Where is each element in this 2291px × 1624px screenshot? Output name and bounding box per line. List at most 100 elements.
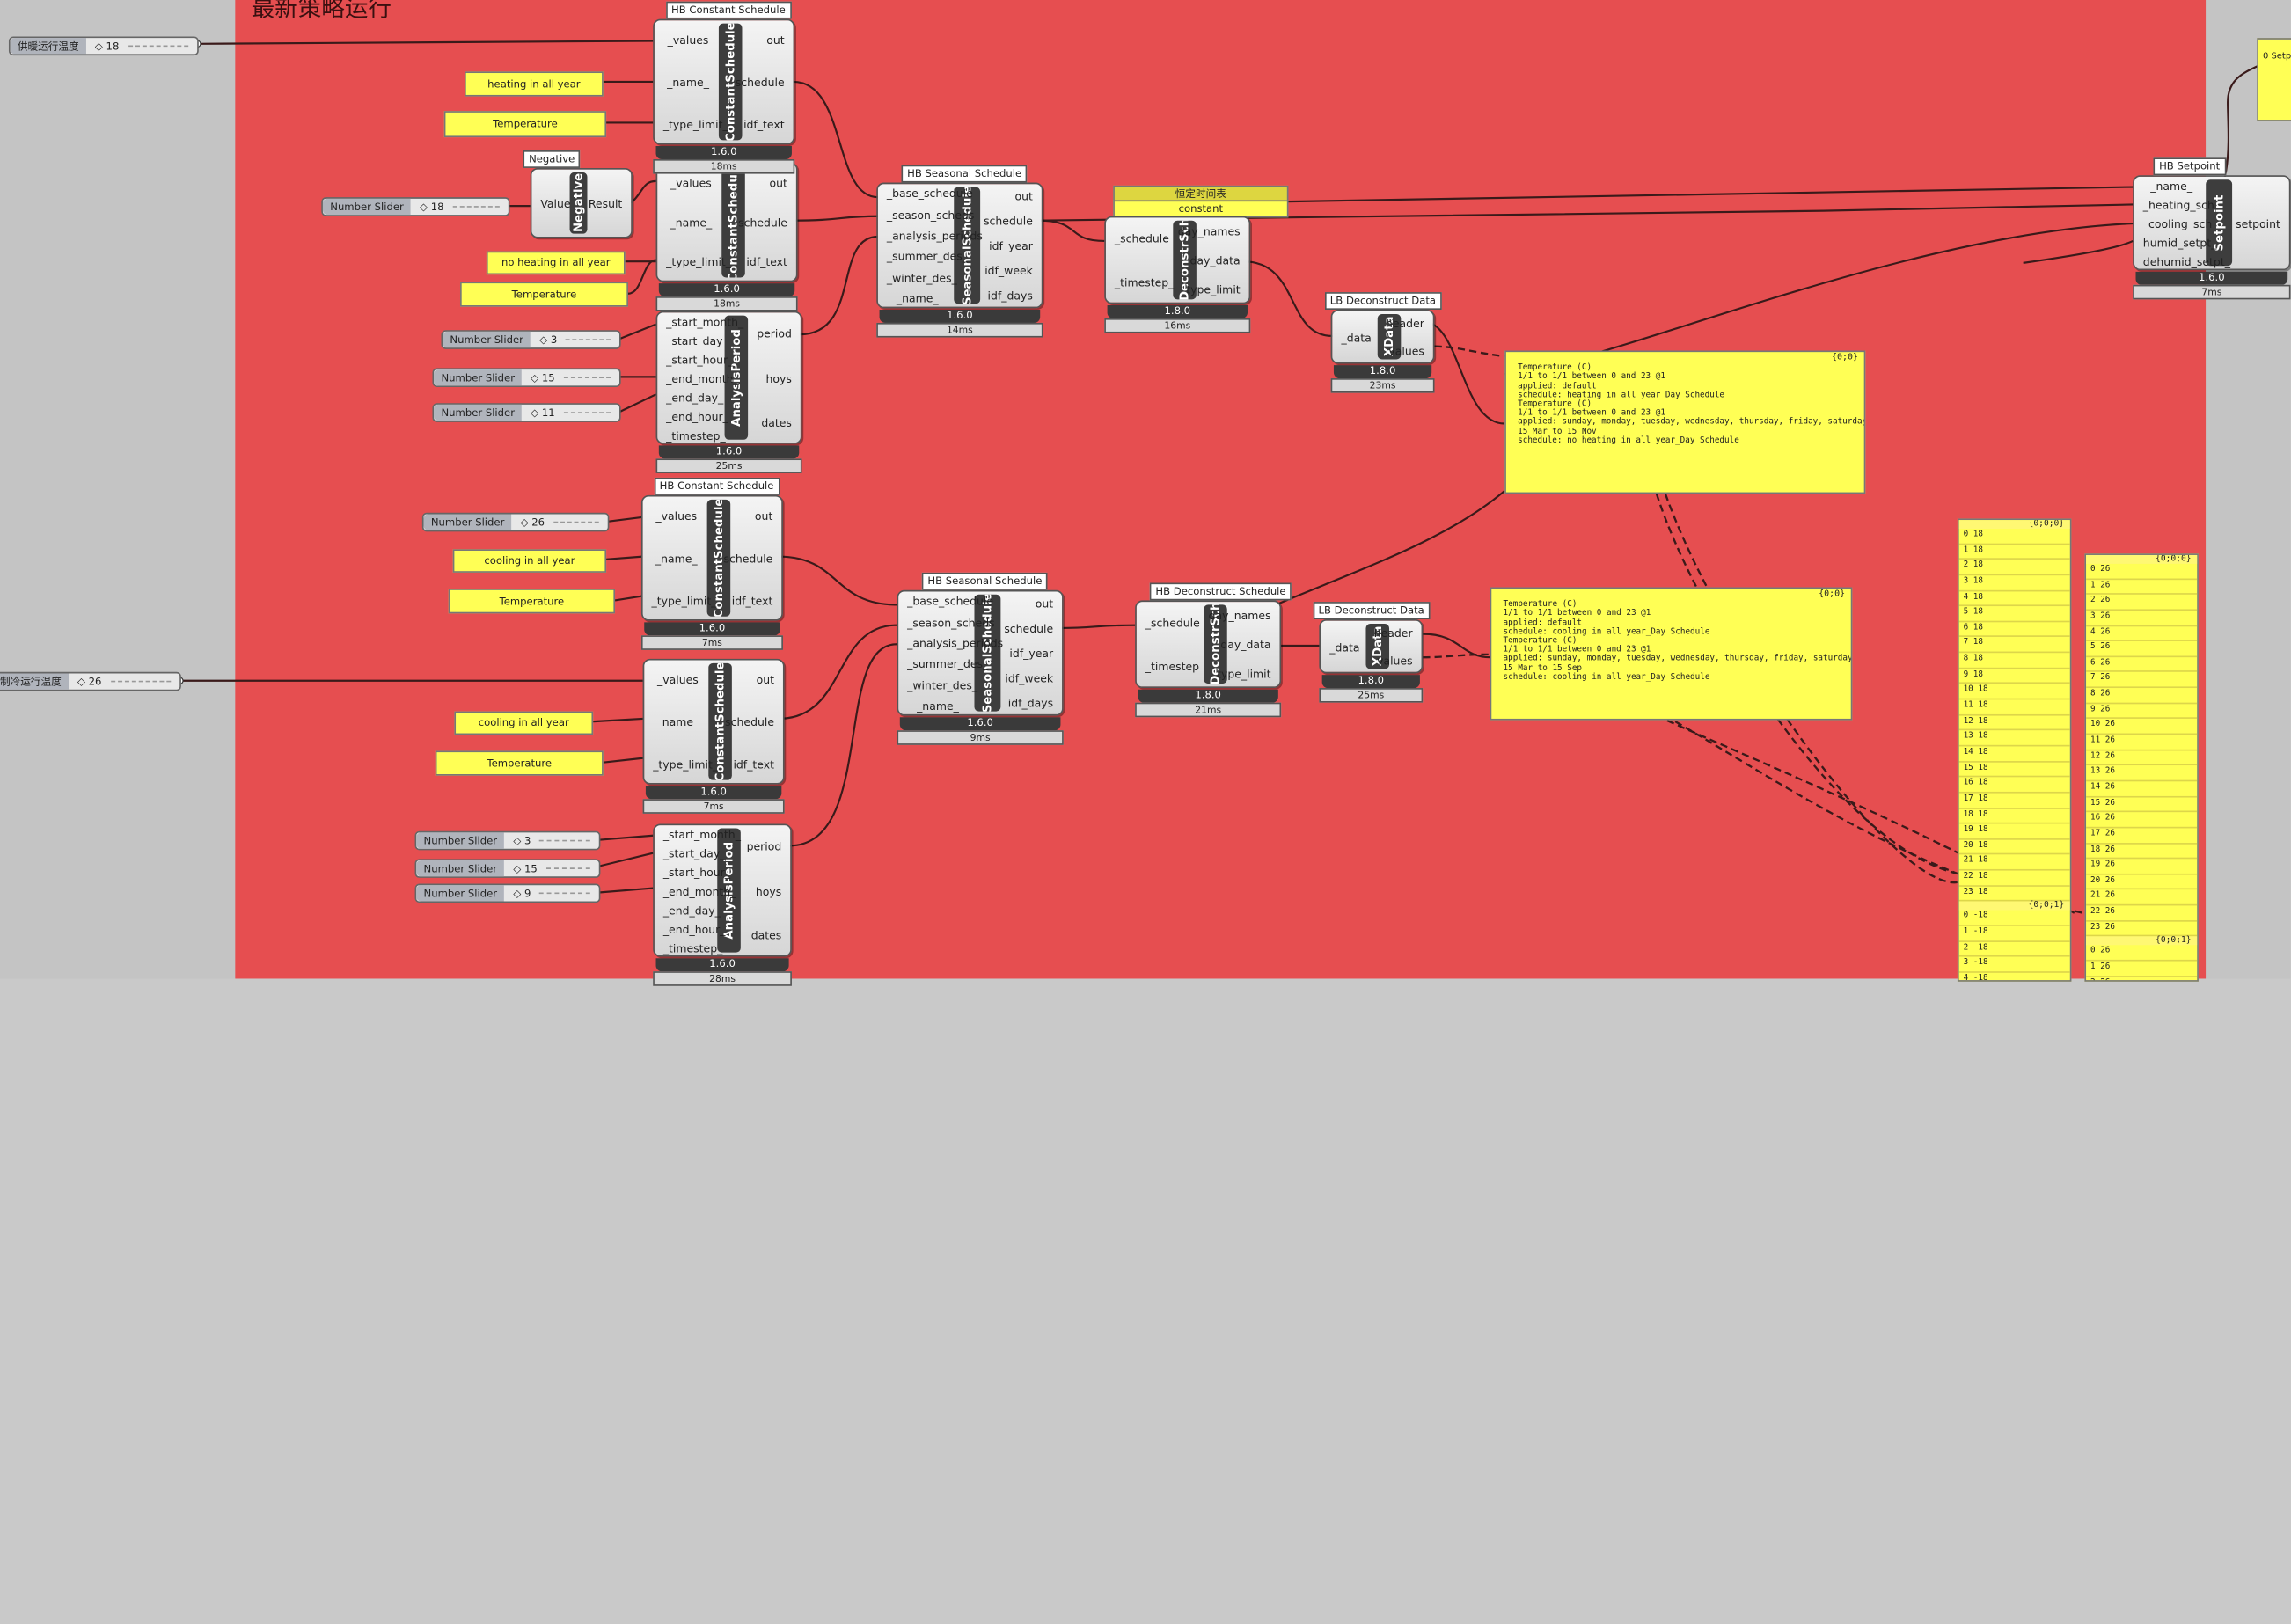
output-param[interactable]: out bbox=[769, 176, 787, 190]
input-param[interactable]: _season_scheds bbox=[907, 615, 995, 629]
output-param[interactable]: Result bbox=[588, 197, 623, 211]
panel-no-heating-name[interactable]: no heating in all year bbox=[486, 251, 626, 275]
hb-seasonal-schedule-heating[interactable]: SeasonalSchedule_base_schedule_season_sc… bbox=[876, 182, 1043, 309]
output-param[interactable]: idf_week bbox=[984, 264, 1033, 278]
panel-cooling-name[interactable]: cooling in all year bbox=[452, 549, 607, 573]
input-param[interactable]: _end_hour_ bbox=[666, 409, 728, 423]
input-param[interactable]: _name_ bbox=[667, 76, 709, 90]
panel-cooling-type[interactable]: Temperature bbox=[448, 589, 616, 614]
input-param[interactable]: _timestep bbox=[1145, 660, 1200, 674]
input-param[interactable]: dehumid_setpt_ bbox=[2142, 254, 2230, 268]
input-param[interactable]: _end_hour_ bbox=[662, 922, 726, 936]
hb-constant-schedule-no-heating[interactable]: ConstantSchedule_values_name__type_limit… bbox=[655, 162, 798, 282]
output-param[interactable]: idf_year bbox=[1009, 647, 1054, 661]
output-param[interactable]: out bbox=[756, 673, 775, 687]
output-param[interactable]: setpoint bbox=[2236, 216, 2280, 230]
input-param[interactable]: _winter_des_ bbox=[886, 271, 957, 284]
input-param[interactable]: _end_month_ bbox=[662, 884, 736, 898]
input-param[interactable]: _timestep_ bbox=[1114, 275, 1175, 289]
input-param[interactable]: _base_schedule bbox=[907, 595, 994, 608]
output-param[interactable]: idf_week bbox=[1005, 672, 1054, 686]
input-param[interactable]: _type_limit_ bbox=[662, 117, 728, 131]
input-param[interactable]: _start_hour_ bbox=[666, 352, 734, 366]
input-param[interactable]: _end_day_ bbox=[666, 391, 724, 405]
panel-heating-name[interactable]: heating in all year bbox=[465, 71, 604, 97]
input-param[interactable]: _season_scheds bbox=[886, 208, 975, 222]
output-param[interactable]: out bbox=[1035, 596, 1054, 611]
panel-setpoint-output[interactable]: 0 Setpo bbox=[2257, 38, 2291, 121]
input-param[interactable]: _values bbox=[670, 176, 712, 190]
input-param[interactable]: _summer_des_ bbox=[907, 657, 989, 671]
output-param[interactable]: out bbox=[766, 33, 785, 48]
number-slider-cooling-values[interactable]: Number Slider◇ 26 bbox=[421, 512, 610, 532]
input-param[interactable]: _values bbox=[657, 673, 699, 687]
input-param[interactable]: _values bbox=[655, 510, 698, 523]
input-param[interactable]: _start_hour_ bbox=[662, 865, 731, 879]
input-param[interactable]: _base_schedule bbox=[886, 187, 973, 201]
output-param[interactable]: dates bbox=[761, 415, 792, 429]
output-param[interactable]: day_names bbox=[1177, 224, 1241, 238]
output-param[interactable]: day_data bbox=[1220, 638, 1271, 652]
number-slider-heating-end-month[interactable]: Number Slider◇ 15 bbox=[432, 368, 621, 388]
output-param[interactable]: hoys bbox=[755, 884, 782, 898]
analysis-period-cooling[interactable]: AnalysisPeriod_start_month__start_day__s… bbox=[653, 823, 792, 957]
hb-constant-schedule-cooling[interactable]: ConstantSchedule_values_name__type_limit… bbox=[640, 494, 783, 621]
output-param[interactable]: idf_days bbox=[1007, 697, 1054, 711]
input-param[interactable]: humid_setpt_ bbox=[2142, 236, 2217, 250]
input-param[interactable]: _type_limit_ bbox=[666, 256, 732, 270]
input-param[interactable]: _data bbox=[1329, 640, 1360, 655]
input-param[interactable]: _name_ bbox=[2150, 179, 2193, 193]
output-param[interactable]: schedule bbox=[984, 214, 1033, 228]
output-param[interactable]: hoys bbox=[765, 371, 792, 385]
heating-temperature-slider[interactable]: 供暖运行温度◇ 18 bbox=[8, 36, 199, 56]
output-param[interactable]: type_limit bbox=[1217, 667, 1271, 681]
panel-heating-deconstruct-header[interactable]: {0;0} Temperature (C)1/1 to 1/1 between … bbox=[1504, 350, 1866, 494]
output-param[interactable]: idf_text bbox=[746, 256, 787, 270]
hb-constant-schedule-heating[interactable]: ConstantSchedule_values_name__type_limit… bbox=[653, 18, 795, 145]
input-param[interactable]: _data bbox=[1341, 331, 1372, 345]
input-param[interactable]: _schedule bbox=[1145, 616, 1200, 630]
output-param[interactable]: header bbox=[1385, 317, 1424, 331]
panel-no-heating-type[interactable]: Temperature bbox=[460, 282, 628, 307]
number-slider-heating-end-day[interactable]: Number Slider◇ 11 bbox=[432, 403, 621, 422]
input-param[interactable]: _summer_des_ bbox=[886, 250, 969, 264]
input-param[interactable]: _winter_des_ bbox=[907, 678, 978, 692]
input-param[interactable]: _start_month_ bbox=[662, 827, 741, 841]
input-param[interactable]: _name_ bbox=[655, 552, 698, 566]
cooling-temperature-slider[interactable]: 制冷运行温度◇ 26 bbox=[0, 671, 181, 691]
input-param[interactable]: _end_day_ bbox=[662, 903, 721, 917]
input-param[interactable]: _name_ bbox=[670, 216, 713, 230]
output-param[interactable]: schedule bbox=[738, 216, 787, 230]
input-param[interactable]: _schedule bbox=[1114, 232, 1169, 245]
input-param[interactable]: _cooling_sch bbox=[2142, 216, 2213, 230]
panel-cooling-name-2[interactable]: cooling in all year bbox=[454, 711, 594, 735]
output-param[interactable]: dates bbox=[750, 928, 782, 942]
output-param[interactable]: idf_days bbox=[987, 289, 1033, 304]
input-param[interactable]: _analysis_periods bbox=[907, 636, 1004, 650]
output-param[interactable]: values bbox=[1377, 654, 1413, 668]
output-param[interactable]: idf_text bbox=[743, 117, 785, 131]
output-param[interactable]: type_limit bbox=[1186, 283, 1241, 297]
input-param[interactable]: _timestep_ bbox=[662, 941, 723, 955]
number-slider-cooling-start-month[interactable]: Number Slider◇ 3 bbox=[414, 830, 601, 851]
panel-cooling-type-2[interactable]: Temperature bbox=[435, 750, 604, 776]
number-slider-cooling-end-month[interactable]: Number Slider◇ 15 bbox=[414, 859, 601, 878]
input-param[interactable]: _values bbox=[667, 33, 709, 48]
output-param[interactable]: values bbox=[1388, 344, 1424, 358]
input-param[interactable]: _name_ bbox=[896, 291, 939, 305]
input-param[interactable]: _analysis_periods bbox=[886, 229, 983, 243]
number-slider-negative-input[interactable]: Number Slider◇ 18 bbox=[321, 197, 510, 216]
output-param[interactable]: period bbox=[757, 327, 792, 341]
output-param[interactable]: idf_text bbox=[731, 594, 773, 608]
input-param[interactable]: _name_ bbox=[917, 699, 959, 713]
input-param[interactable]: _heating_sch bbox=[2142, 197, 2214, 211]
number-slider-cooling-end-day[interactable]: Number Slider◇ 9 bbox=[414, 883, 601, 903]
panel-constant-value[interactable]: constant bbox=[1113, 200, 1289, 218]
panel-cooling-deconstruct-header[interactable]: {0;0} Temperature (C)1/1 to 1/1 between … bbox=[1490, 587, 1853, 721]
